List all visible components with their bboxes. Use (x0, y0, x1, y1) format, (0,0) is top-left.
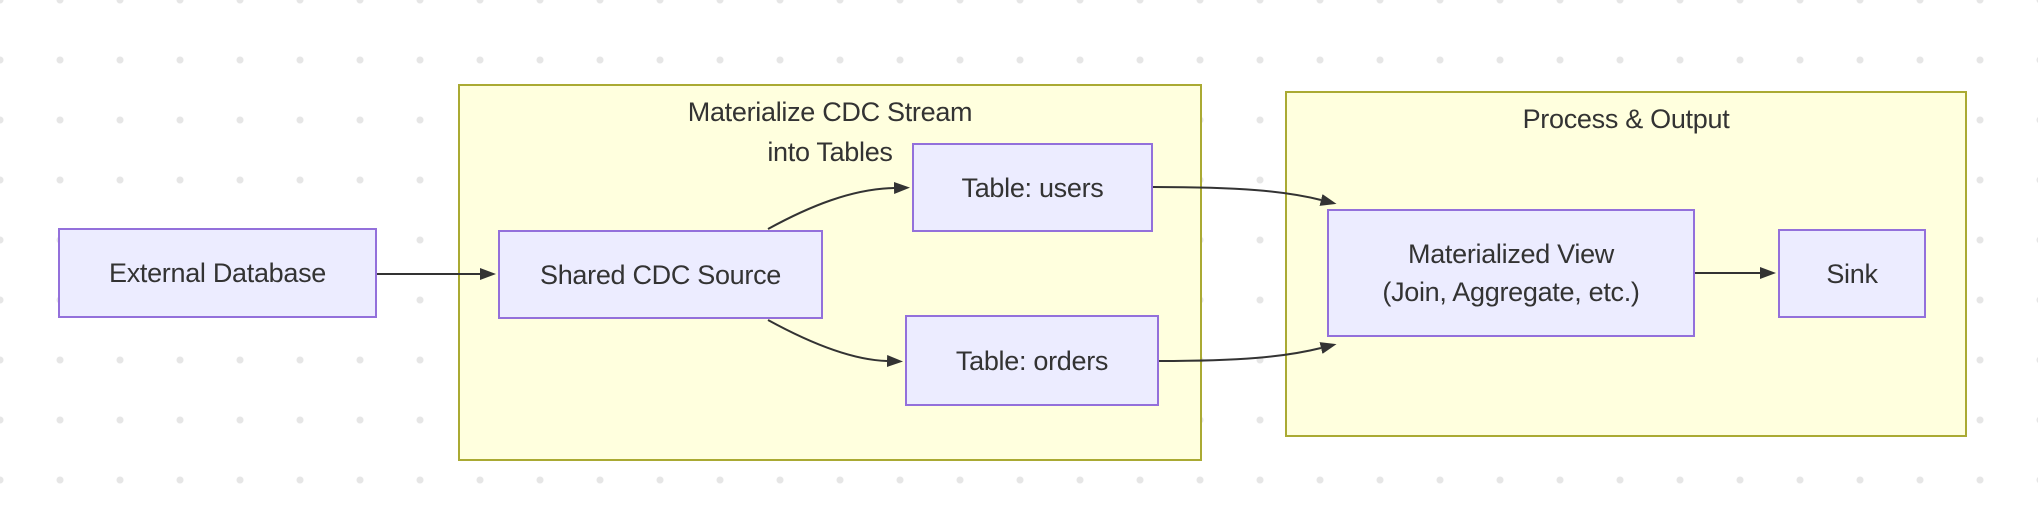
node-sink-label: Sink (1826, 258, 1878, 289)
cluster-process-title: Process & Output (1287, 99, 1965, 139)
node-table-orders-label: Table: orders (955, 345, 1109, 376)
node-table-users-label: Table: users (961, 172, 1104, 203)
cluster-materialize-title-line1: Materialize CDC Stream (687, 97, 973, 127)
node-external-database-label: External Database (108, 258, 327, 288)
node-materialized-view-label-line1: Materialized View (1408, 239, 1614, 269)
node-table-users: Table: users (912, 143, 1153, 232)
node-table-orders: Table: orders (905, 315, 1159, 406)
node-materialized-view: Materialized View (Join, Aggregate, etc.… (1327, 209, 1695, 337)
cluster-process-title-line1: Process & Output (1522, 104, 1730, 134)
node-sink: Sink (1778, 229, 1926, 318)
node-external-database: External Database (58, 228, 377, 318)
cluster-materialize-title: Materialize CDC Stream into Tables (460, 92, 1200, 172)
node-shared-cdc-source-label: Shared CDC Source (539, 259, 781, 290)
cluster-materialize-title-line2: into Tables (767, 137, 893, 167)
node-materialized-view-label-line2: (Join, Aggregate, etc.) (1382, 277, 1640, 307)
node-shared-cdc-source: Shared CDC Source (498, 230, 823, 319)
